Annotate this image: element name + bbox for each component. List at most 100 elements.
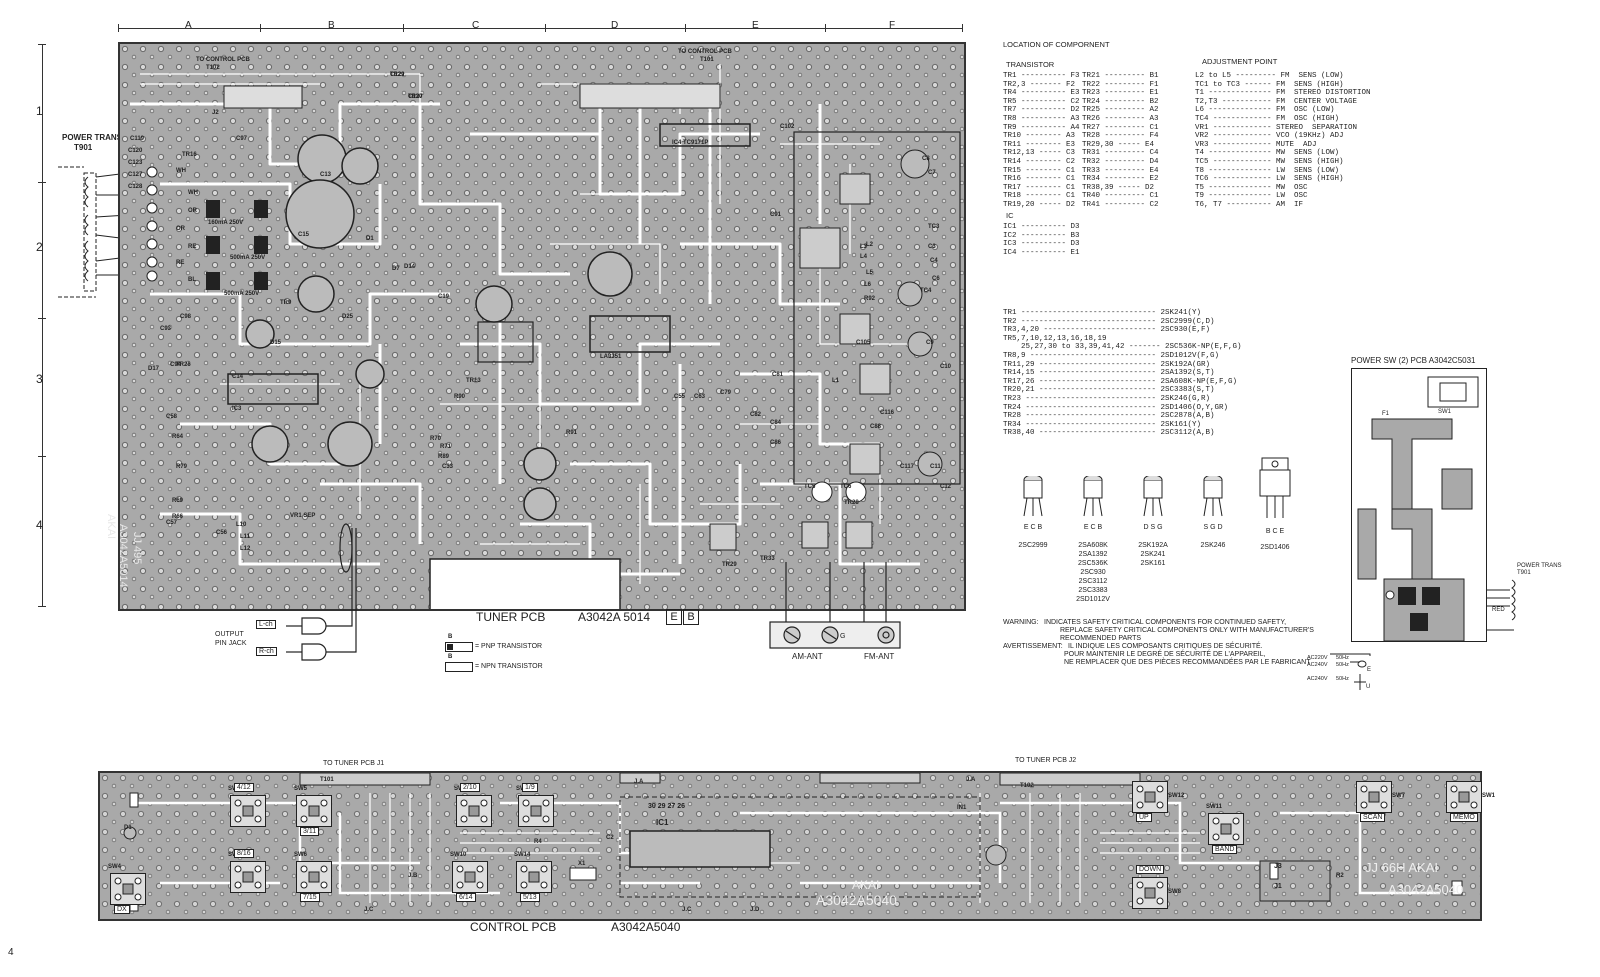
package-part: 2SK161 xyxy=(1140,560,1166,567)
adjustment-list: L2 to L5 --------- FM SENS (LOW)TC1 to T… xyxy=(1195,72,1371,210)
component-label: C123 xyxy=(128,160,143,166)
wire-re-2: RE xyxy=(176,260,185,266)
npn-label: = NPN TRANSISTOR xyxy=(475,663,543,670)
component-label: C4 xyxy=(930,258,938,264)
silk-code: A3042A5014 xyxy=(117,524,129,588)
transistor-location-item: TR32 --------- D4 xyxy=(1082,157,1159,166)
switch-sw10[interactable] xyxy=(452,861,488,893)
power-sw-red: RED xyxy=(1492,607,1505,613)
switch-sw5[interactable] xyxy=(296,795,332,827)
silk-brand: AKAI xyxy=(105,514,117,540)
component-label: TR26 xyxy=(176,362,191,368)
am-ant-label: AM-ANT xyxy=(792,652,823,661)
component-label: L11 xyxy=(240,534,251,540)
component-label: C12 xyxy=(940,484,952,490)
switch-sw2[interactable] xyxy=(230,795,266,827)
warning-text3: RECOMMENDED PARTS xyxy=(1060,635,1142,642)
rch-label: R-ch xyxy=(256,647,277,656)
component-label: C116 xyxy=(880,410,895,416)
to-tuner-j2: TO TUNER PCB J2 xyxy=(1015,757,1077,764)
adjustment-item: L6 -------------- FM OSC (LOW) xyxy=(1195,106,1335,115)
power-sw-title: POWER SW (2) PCB A3042C5031 xyxy=(1351,356,1476,365)
transistor-type-item: TR14,15 -------------------------- 2SA13… xyxy=(1003,369,1215,378)
component-label: C117 xyxy=(900,464,915,470)
switch-name: SW12 xyxy=(1168,793,1185,799)
component-label: R89 xyxy=(438,454,450,460)
component-label: C7 xyxy=(928,170,936,176)
transistor-type-item: TR17,26 -------------------------- 2SA60… xyxy=(1003,377,1238,386)
switch-sw4[interactable] xyxy=(110,873,146,905)
transistor-type-item: 25,27,30 to 33,39,41,42 ------- 2SC536K-… xyxy=(1003,343,1242,352)
transistor-location-item: TR16 -------- C1 xyxy=(1003,175,1076,184)
adjustment-item: T8 -------------- LW SENS (LOW) xyxy=(1195,166,1340,175)
switch-label: 6/14 xyxy=(456,893,476,902)
pnp-symbol xyxy=(445,642,473,652)
component-label: C88 xyxy=(870,424,882,430)
switch-sw12[interactable] xyxy=(1132,781,1168,813)
fuse3-label: 500mA 250V xyxy=(224,291,260,297)
transistor-type-item: TR2 ------------------------------ 2SC29… xyxy=(1003,317,1215,326)
transistor-location-item: TR29,30 ----- E4 xyxy=(1082,140,1155,149)
hz2-label: 50Hz xyxy=(1336,662,1349,668)
switch-sw6[interactable] xyxy=(296,861,332,893)
transistor-location-item: TR41 --------- C2 xyxy=(1082,200,1159,209)
component-label: R92 xyxy=(864,296,876,302)
location-title: LOCATION OF COMPORNENT xyxy=(1003,40,1110,49)
ic4-label: IC4 TC9171P xyxy=(672,140,709,146)
adjustment-item: T9 -------------- LW OSC xyxy=(1195,192,1308,201)
control-pcb-title: CONTROL PCB xyxy=(470,920,557,934)
switch-sw7[interactable] xyxy=(1356,781,1392,813)
component-label: L4 xyxy=(860,254,868,260)
col-f: F xyxy=(889,20,896,31)
component-label: C94 xyxy=(170,362,182,368)
component-label: C8 xyxy=(922,156,930,162)
transistor-location-item: TR12,13 ----- C3 xyxy=(1003,149,1076,158)
component-label: D7 xyxy=(392,266,400,272)
transistor-location-item: TR7 ---------- D2 xyxy=(1003,106,1080,115)
switch-label: 8/16 xyxy=(234,849,254,858)
control-c2: C2 xyxy=(606,835,614,841)
switch-sw14[interactable] xyxy=(516,861,552,893)
component-label: C10 xyxy=(940,364,952,370)
adjustment-item: TC6 ------------- LW SENS (HIGH) xyxy=(1195,175,1344,184)
control-jc2: J.C xyxy=(682,907,692,913)
component-label: D15 xyxy=(270,340,282,346)
switch-sw9[interactable] xyxy=(456,795,492,827)
adjustment-item: T2,T3 ----------- FM CENTER VOLTAGE xyxy=(1195,97,1358,106)
transistor-location-item: TR10 -------- A3 xyxy=(1003,132,1076,141)
avertissement-label: AVERTISSEMENT: xyxy=(1003,643,1063,650)
component-label: C63 xyxy=(694,394,706,400)
transistor-location-item: TR25 --------- A2 xyxy=(1082,106,1159,115)
fm-ant-label: FM-ANT xyxy=(864,652,895,661)
component-label: D17 xyxy=(148,366,160,372)
transistor-location-item: TR17 -------- C1 xyxy=(1003,183,1076,192)
switch-sw3[interactable] xyxy=(230,861,266,893)
switch-sw13[interactable] xyxy=(518,795,554,827)
component-label: C19 xyxy=(438,294,450,300)
package-part: 2SK241 xyxy=(1140,551,1166,558)
component-label: L6 xyxy=(864,282,872,288)
component-label: L1 xyxy=(832,378,840,384)
ic-location-item: IC3 ---------- D3 xyxy=(1003,240,1080,249)
switch-sw11[interactable] xyxy=(1208,813,1244,845)
control-r4: R4 xyxy=(534,839,542,845)
package-part: 2SK192A xyxy=(1138,542,1168,549)
power-sw-trans-ref: T901 xyxy=(1517,570,1531,576)
component-label: L5 xyxy=(866,270,874,276)
component-label: C58 xyxy=(166,414,178,420)
switch-sw8[interactable] xyxy=(1132,877,1168,909)
component-label: C93 xyxy=(160,326,172,332)
component-label: R90 xyxy=(454,394,466,400)
component-label: C9 xyxy=(926,340,934,346)
control-silk-akai: AKAI xyxy=(852,878,880,892)
component-label: R79 xyxy=(176,464,188,470)
ic1-pins: 30 29 27 26 xyxy=(648,803,685,810)
package-part: 2SD1406 xyxy=(1260,544,1290,551)
switch-sw1[interactable] xyxy=(1446,781,1482,813)
package-pins: D S G xyxy=(1143,524,1163,531)
component-label: D1 xyxy=(366,236,374,242)
transistor-location-item: TR28 --------- F4 xyxy=(1082,132,1159,141)
